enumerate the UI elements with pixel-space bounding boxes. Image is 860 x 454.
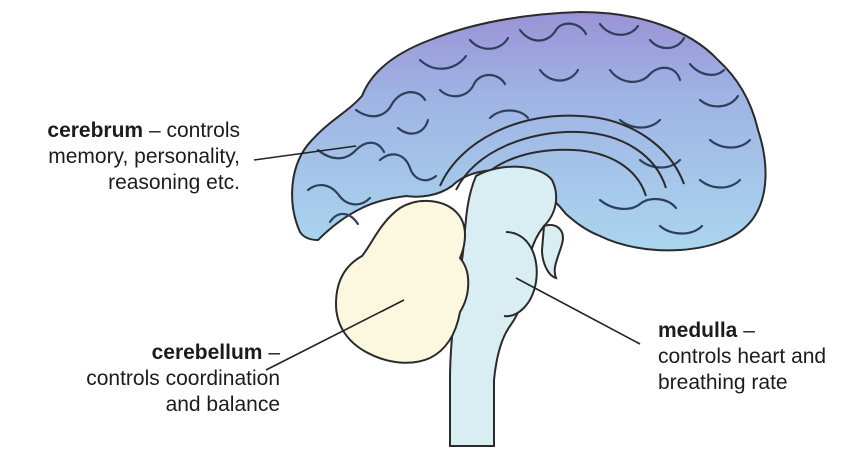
cerebellum-line2: controls coordination bbox=[40, 366, 280, 392]
cerebellum-line3: and balance bbox=[40, 392, 280, 418]
medulla-leader-line bbox=[516, 278, 640, 344]
cerebellum-term: cerebellum bbox=[152, 341, 263, 364]
cerebellum-shape bbox=[336, 201, 468, 363]
cerebrum-line3: reasoning etc. bbox=[8, 170, 240, 196]
medulla-line3: breathing rate bbox=[658, 370, 858, 396]
medulla-label: medulla – controls heart and breathing r… bbox=[658, 318, 858, 396]
cerebrum-line2: memory, personality, bbox=[8, 144, 240, 170]
cerebrum-term: cerebrum bbox=[47, 119, 143, 142]
medulla-line2: controls heart and bbox=[658, 344, 858, 370]
cerebrum-line1-rest: – controls bbox=[143, 119, 240, 142]
cerebellum-line1-rest: – bbox=[262, 341, 280, 364]
medulla-term: medulla bbox=[658, 319, 737, 342]
brainstem-shape bbox=[450, 167, 556, 446]
pituitary-shape bbox=[542, 225, 563, 278]
cerebellum-label: cerebellum – controls coordination and b… bbox=[40, 340, 280, 418]
medulla-line1-rest: – bbox=[737, 319, 755, 342]
cerebrum-label: cerebrum – controls memory, personality,… bbox=[8, 118, 240, 196]
